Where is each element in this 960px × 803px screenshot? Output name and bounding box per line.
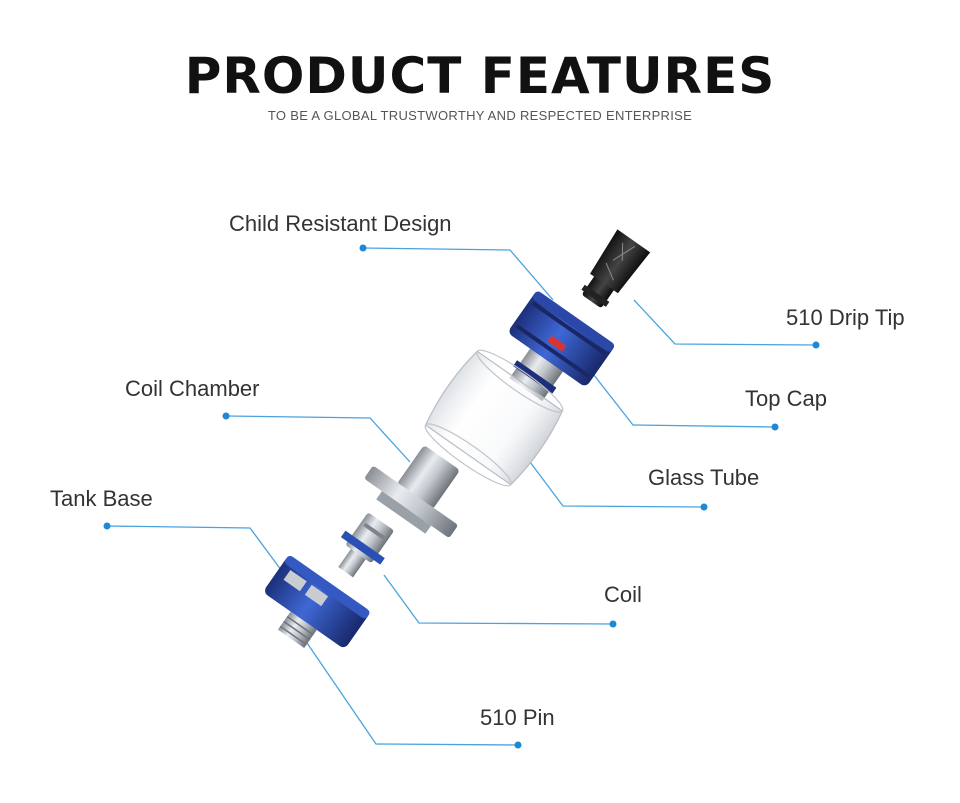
glass-tube-illustration — [424, 349, 564, 487]
top-cap-illustration — [509, 291, 615, 402]
callout-510-pin: 510 Pin — [480, 705, 555, 730]
leader-dot-glass-tube — [700, 503, 708, 511]
leader-dot-510-pin — [514, 741, 522, 749]
callout-glass-tube: Glass Tube — [648, 465, 760, 490]
leader-dot-coil — [609, 620, 617, 628]
page-subtitle: TO BE A GLOBAL TRUSTWORTHY AND RESPECTED… — [267, 108, 693, 123]
leader-line-510-pin — [304, 639, 519, 746]
callout-tank-base: Tank Base — [50, 486, 153, 511]
leader-dot-tank-base — [103, 522, 111, 530]
leader-line-drip-tip — [633, 299, 817, 346]
leader-line-child-resistant — [362, 247, 554, 301]
leader-line-top-cap — [589, 369, 776, 428]
leader-line-glass-tube — [529, 461, 705, 508]
leader-line-tank-base — [106, 525, 291, 583]
leader-line-coil-chamber — [225, 415, 411, 463]
callout-coil-chamber: Coil Chamber — [125, 376, 260, 401]
coil-chamber-illustration — [365, 446, 459, 538]
leader-dot-drip-tip — [812, 341, 820, 349]
tank-base-illustration — [265, 555, 370, 648]
leader-dot-top-cap — [771, 423, 779, 431]
leader-dot-child-resistant — [359, 244, 367, 252]
callout-child-resistant-design: Child Resistant Design — [229, 211, 452, 236]
drip-tip-illustration — [581, 229, 651, 308]
callout-coil: Coil — [604, 582, 642, 607]
leader-line-coil — [383, 574, 614, 625]
callout-top-cap: Top Cap — [745, 386, 827, 411]
coil-illustration — [338, 513, 394, 578]
leader-dot-coil-chamber — [222, 412, 230, 420]
page-title: PRODUCT FEATURES — [184, 47, 776, 105]
callout-510-drip-tip: 510 Drip Tip — [786, 305, 905, 330]
